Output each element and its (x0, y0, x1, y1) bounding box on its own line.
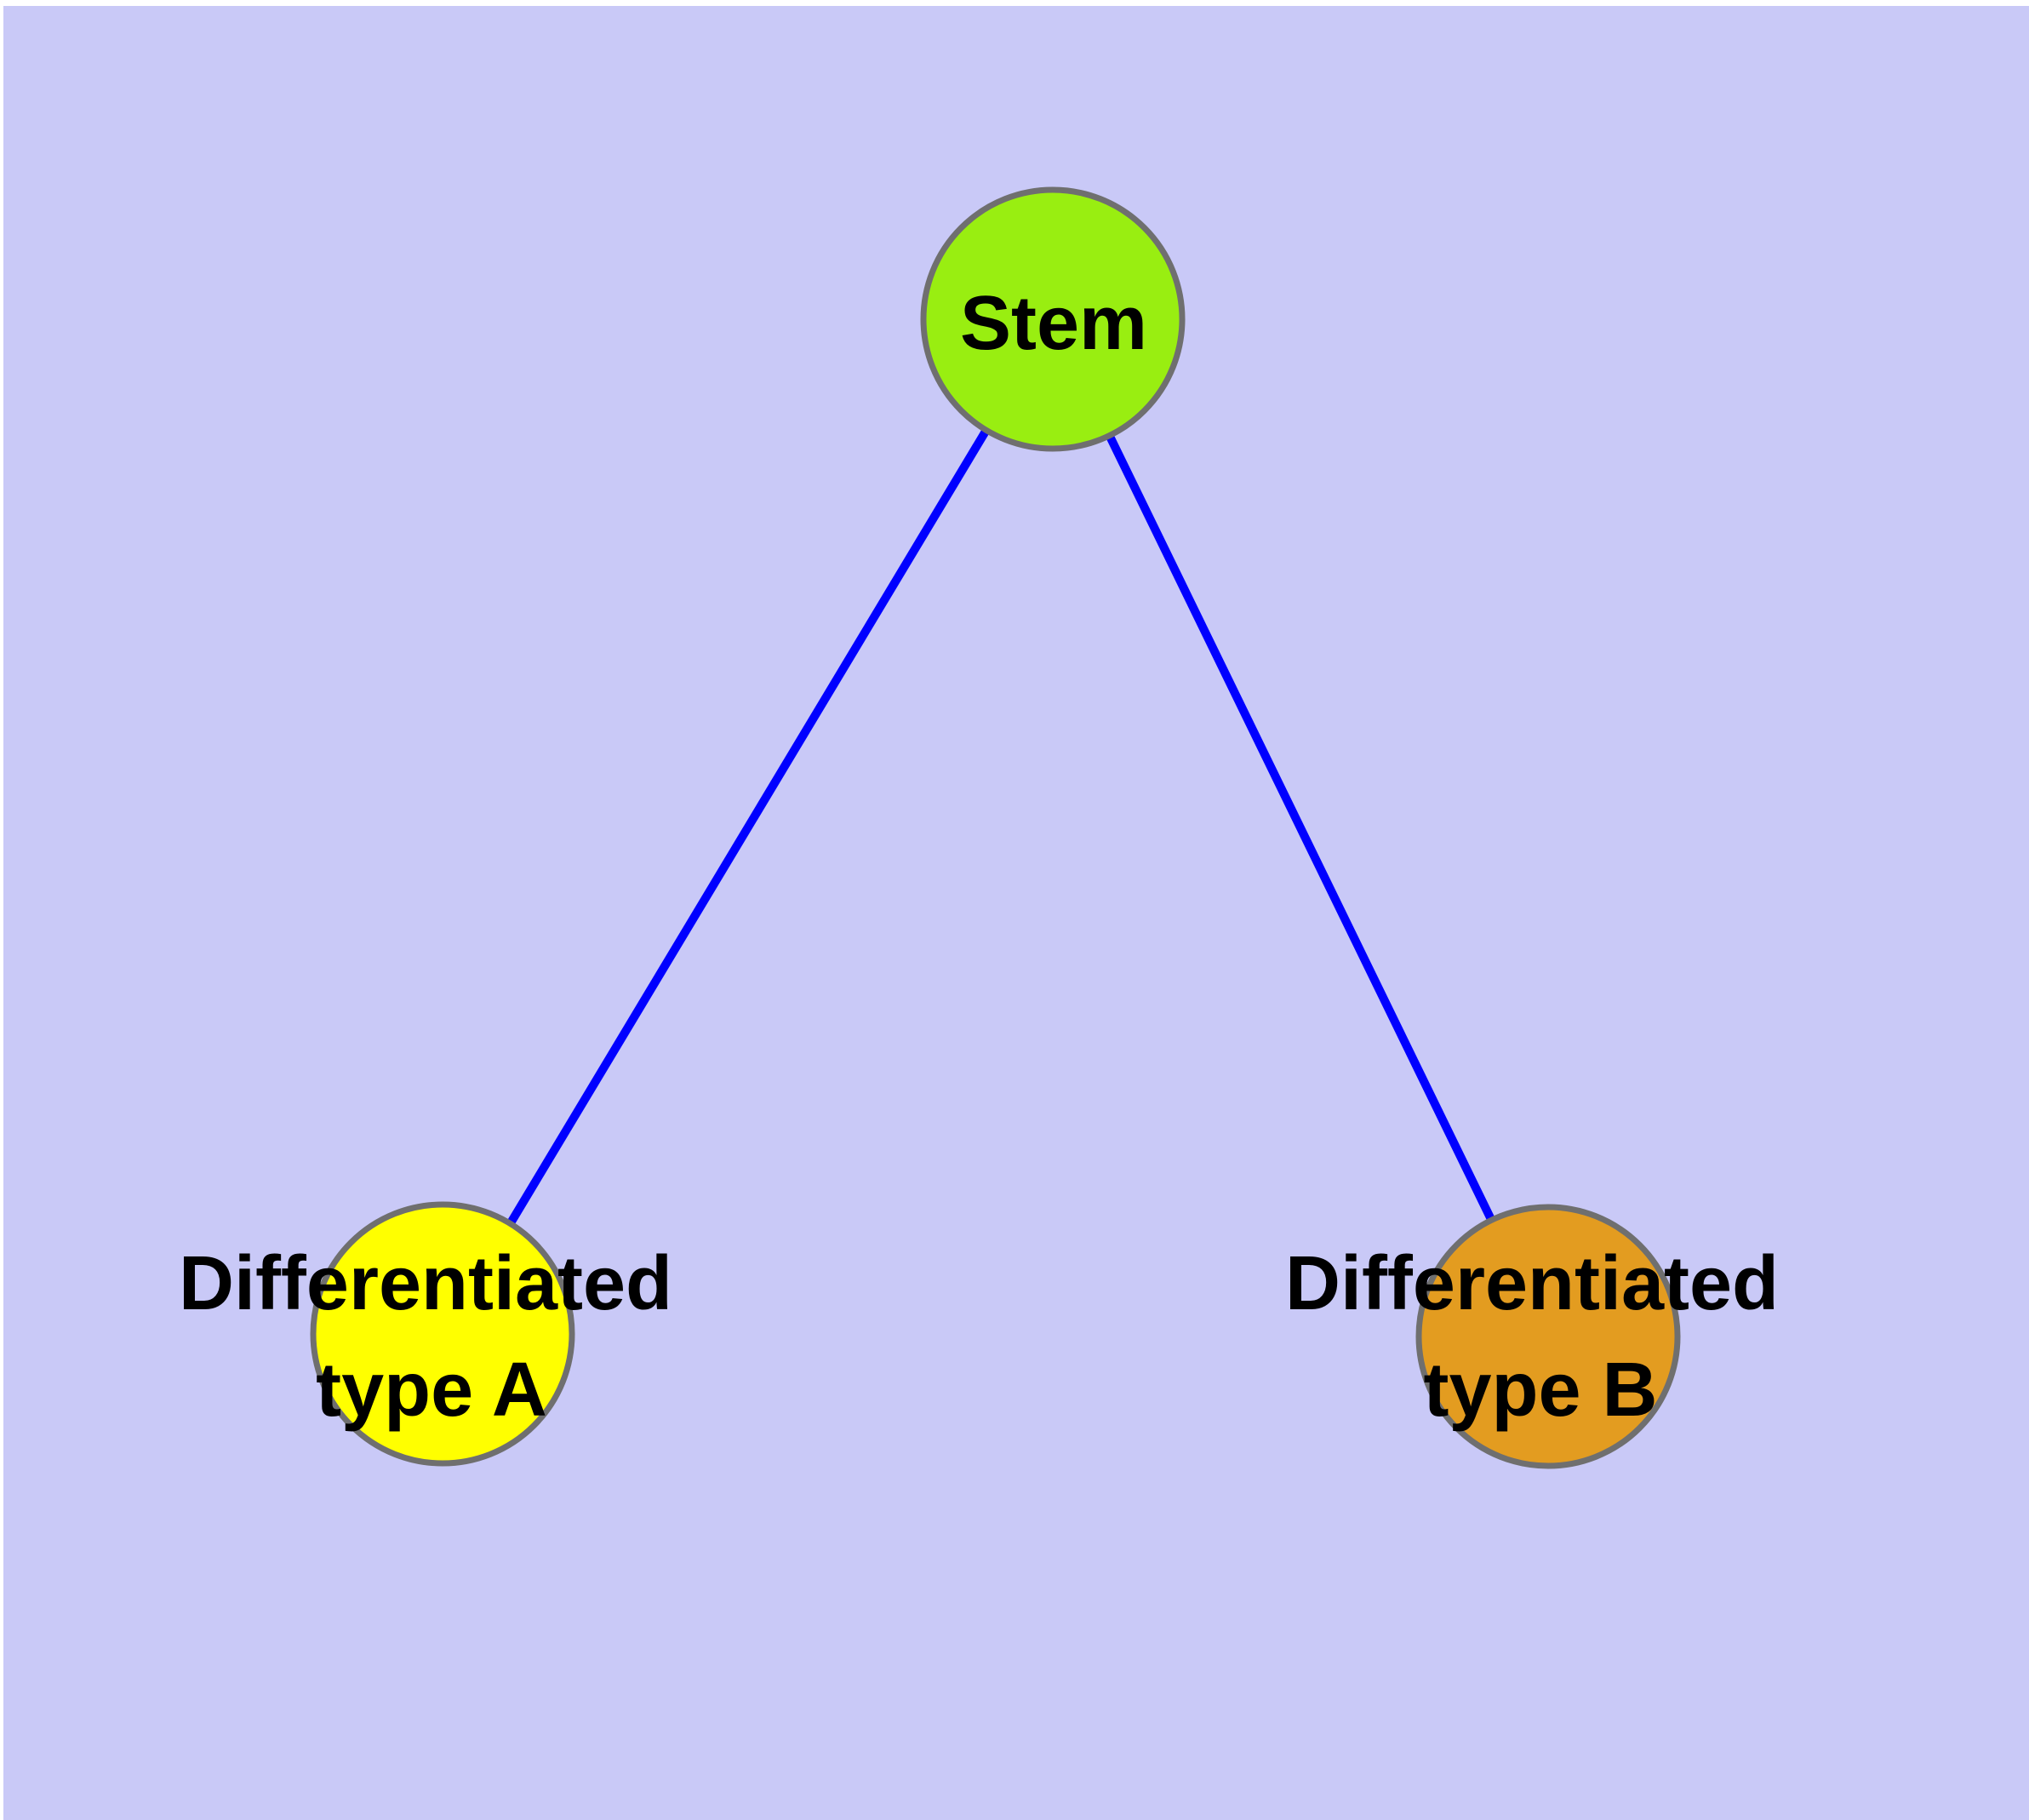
node-stem-label: Stem (960, 281, 1147, 366)
node-differentiated-type-a (310, 1201, 575, 1467)
node-type-a-label-line2: type A (316, 1348, 547, 1433)
node-stem (920, 186, 1186, 452)
node-type-b-label-line2: type B (1423, 1348, 1657, 1433)
node-type-a-label-line1: Differentiated (179, 1241, 672, 1326)
edge-stem-to-type-b (1049, 317, 1552, 1339)
edge-stem-to-type-a (438, 317, 1057, 1339)
node-type-b-label-line1: Differentiated (1285, 1241, 1779, 1326)
node-differentiated-type-b (1415, 1204, 1681, 1469)
